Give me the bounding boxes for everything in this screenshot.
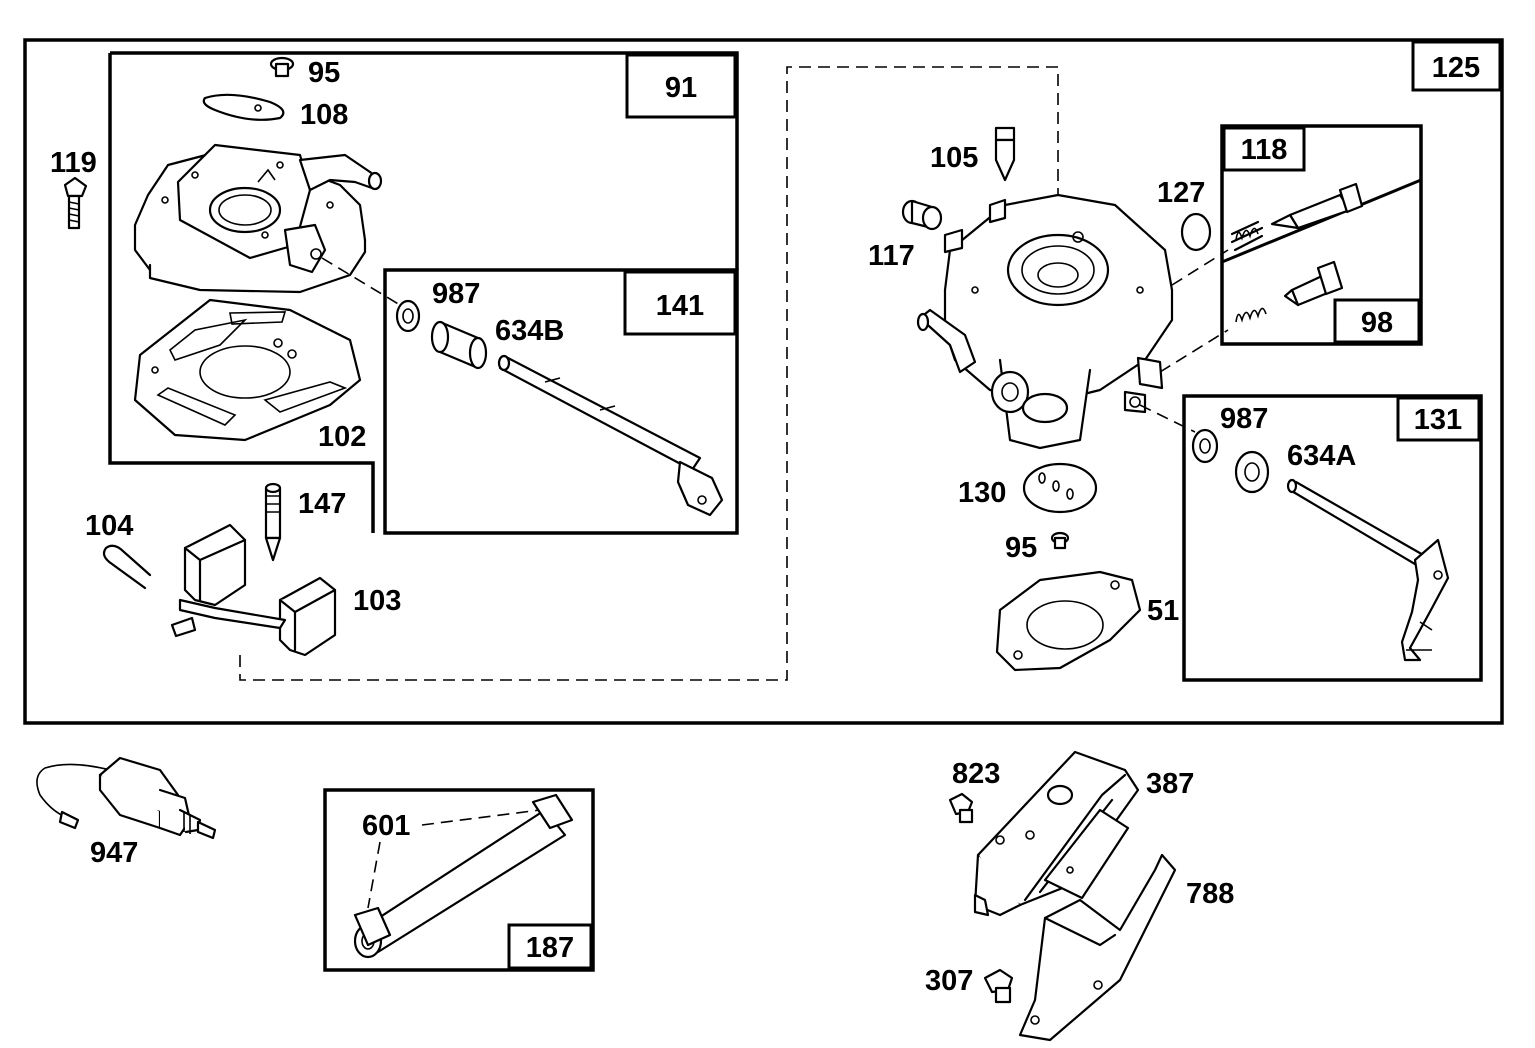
callout-387: 387 <box>1146 768 1194 800</box>
callout-119: 119 <box>50 147 97 179</box>
carburetor-body <box>916 193 1174 450</box>
callout-634a: 634A <box>1287 440 1356 472</box>
callout-987-right: 987 <box>1220 403 1268 435</box>
callout-987-left: 987 <box>432 278 480 310</box>
box-187-tag <box>507 923 593 970</box>
washer-987-right <box>1191 428 1219 464</box>
box-187-label: 187 <box>526 932 574 964</box>
plug-117 <box>901 199 943 231</box>
box-141-tag <box>623 270 737 336</box>
box-91-label: 91 <box>665 72 697 104</box>
box-118-tag <box>1222 126 1306 172</box>
callout-104: 104 <box>85 510 133 542</box>
bushing-634a <box>1234 450 1270 494</box>
hinge-pin-104 <box>102 544 152 590</box>
bushing-634b <box>430 320 488 370</box>
kit-frame-131 <box>1182 394 1483 682</box>
throttle-shaft-141 <box>497 354 724 517</box>
dashed-leader-118 <box>1171 249 1229 286</box>
callout-117: 117 <box>868 240 915 272</box>
screw-95-top <box>269 56 295 78</box>
callout-601: 601 <box>362 810 410 842</box>
choke-plate-130 <box>1022 462 1098 514</box>
kit-frame-141 <box>383 268 739 535</box>
kit-frame-91 <box>108 51 739 533</box>
callout-95-top: 95 <box>308 57 340 89</box>
box-131-label: 131 <box>1414 404 1462 436</box>
callout-105: 105 <box>930 142 978 174</box>
callout-127: 127 <box>1157 177 1205 209</box>
gasket-51 <box>995 570 1142 672</box>
washer-987-left <box>395 299 421 333</box>
screw-307 <box>983 968 1014 1004</box>
bracket-788 <box>1018 853 1177 1042</box>
box-98-label: 98 <box>1361 307 1393 339</box>
idle-speed-screw-98 <box>1235 260 1344 323</box>
dashed-leader-choke <box>239 66 1059 681</box>
dashed-leader-131 <box>1139 404 1196 433</box>
float-103 <box>170 523 337 657</box>
callout-130: 130 <box>958 477 1006 509</box>
assembly-frame-125 <box>23 38 1504 725</box>
needle-147 <box>264 482 282 562</box>
needle-valve-105 <box>994 126 1016 182</box>
dashed-leader-98 <box>1159 329 1229 373</box>
fuel-pump-387 <box>973 750 1140 917</box>
callout-103: 103 <box>353 585 401 617</box>
box-125-tag <box>1411 40 1502 92</box>
callout-95-right: 95 <box>1005 532 1037 564</box>
fuel-solenoid-947 <box>36 756 217 840</box>
fuel-line-187 <box>353 793 574 959</box>
box-98-tag <box>1333 298 1421 344</box>
callout-147: 147 <box>298 488 346 520</box>
plate-108 <box>202 93 285 121</box>
gasket-102 <box>133 298 362 442</box>
kit-frame-187 <box>323 788 595 972</box>
callout-51: 51 <box>1147 595 1179 627</box>
dashed-leader-987-left <box>321 257 401 306</box>
dashed-leader-601 <box>367 809 541 909</box>
box-91-tag <box>625 53 737 119</box>
callout-108: 108 <box>300 99 348 131</box>
box-125-label: 125 <box>1432 52 1480 84</box>
choke-shaft-131 <box>1286 478 1450 662</box>
callout-102: 102 <box>318 421 366 453</box>
idle-mixture-screw-118 <box>1230 182 1364 252</box>
callout-307: 307 <box>925 965 973 997</box>
carburetor-cover <box>133 143 383 294</box>
callout-823: 823 <box>952 758 1000 790</box>
box-141-label: 141 <box>656 290 704 322</box>
box-131-tag <box>1396 396 1481 442</box>
callout-947: 947 <box>90 837 138 869</box>
screw-823 <box>948 792 974 824</box>
box-118-label: 118 <box>1241 134 1288 166</box>
kit-frame-118-98 <box>1220 124 1423 346</box>
callout-634b: 634B <box>495 315 564 347</box>
screw-95-right <box>1050 531 1070 550</box>
screw-119 <box>63 176 88 230</box>
plug-127 <box>1180 212 1212 252</box>
callout-788: 788 <box>1186 878 1234 910</box>
